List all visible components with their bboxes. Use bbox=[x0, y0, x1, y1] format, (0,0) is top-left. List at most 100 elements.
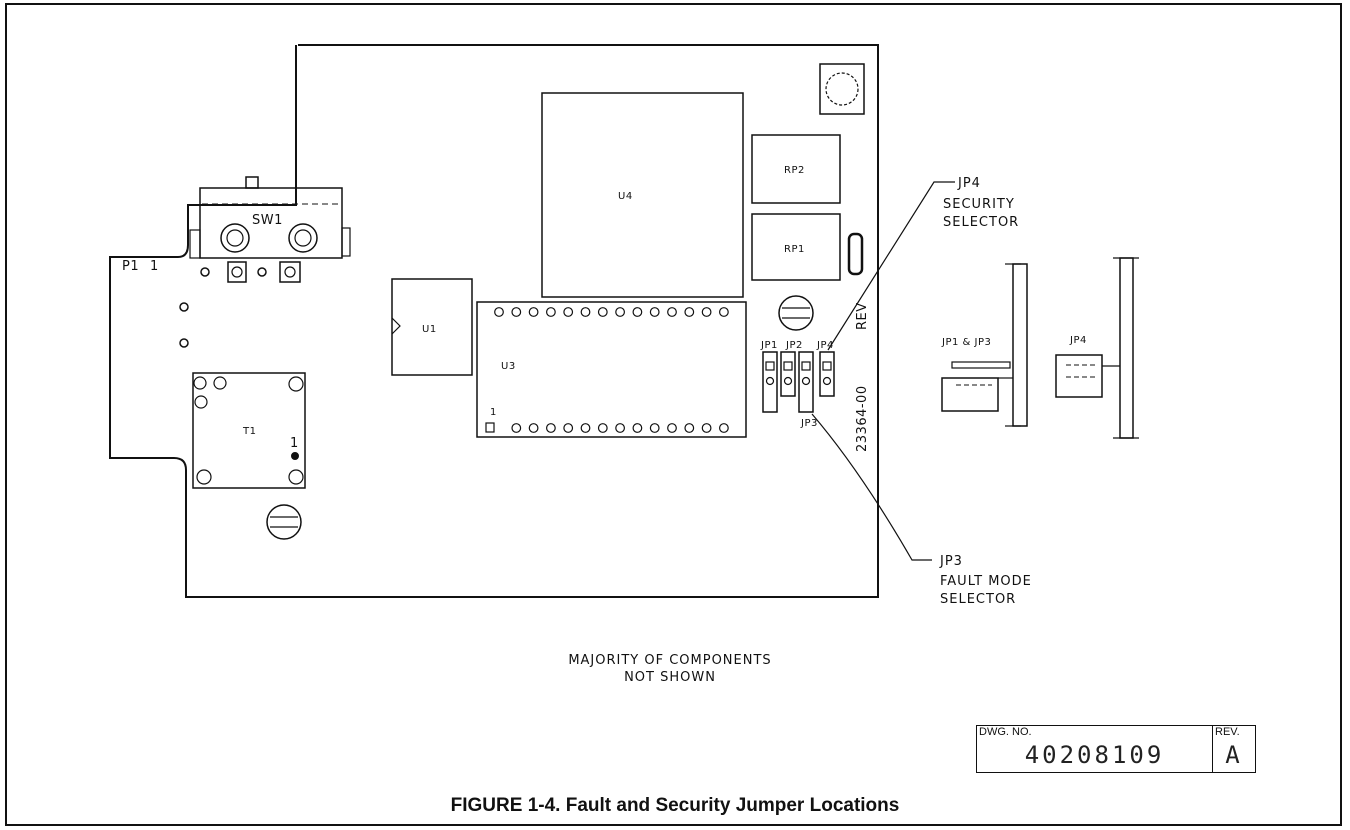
jp2-header bbox=[780, 351, 796, 397]
jp-pin bbox=[765, 376, 775, 386]
sw1-leg-right bbox=[341, 227, 351, 257]
sw1-nut-right bbox=[288, 223, 318, 253]
note-line-2: NOT SHOWN bbox=[624, 670, 716, 685]
jp4-side-header bbox=[1055, 354, 1103, 398]
sw1-nut-left bbox=[220, 223, 250, 253]
u3-pin bbox=[615, 307, 625, 317]
jp-pin bbox=[783, 361, 793, 371]
t1-corner bbox=[194, 395, 208, 409]
u3-pin bbox=[719, 307, 729, 317]
figure-title: FIGURE 1-4. Fault and Security Jumper Lo… bbox=[450, 795, 900, 816]
t1-pin-label: 1 bbox=[290, 436, 299, 451]
jp-pin bbox=[801, 361, 811, 371]
revision-letter: A bbox=[1225, 741, 1243, 769]
t1-transformer bbox=[192, 372, 306, 489]
jp4-callout-line2: SECURITY bbox=[943, 197, 1015, 212]
jp4-callout-line3: SELECTOR bbox=[943, 215, 1019, 230]
u1-chip bbox=[391, 278, 473, 376]
p1-pad bbox=[279, 261, 301, 283]
p1-pad bbox=[227, 261, 247, 283]
p1-pin bbox=[284, 266, 296, 278]
p1-pin bbox=[257, 267, 267, 277]
rp2-label: RP2 bbox=[784, 165, 805, 176]
sw1-label: SW1 bbox=[252, 213, 283, 228]
u4-label: U4 bbox=[618, 191, 633, 202]
p1-pin bbox=[231, 266, 243, 278]
jp1-jp3-side-header bbox=[941, 377, 999, 412]
sw1-nut-left-inner bbox=[226, 229, 244, 247]
sw1-leg-left bbox=[189, 229, 201, 259]
side-board-left bbox=[1012, 263, 1028, 427]
jp3-leader bbox=[811, 413, 932, 561]
u3-pin1-label: 1 bbox=[490, 407, 497, 418]
u3-pin bbox=[667, 307, 677, 317]
jp4-label: JP4 bbox=[816, 340, 834, 351]
board-hole bbox=[179, 338, 189, 348]
u3-pin bbox=[597, 423, 608, 433]
drawing-number: 40208109 bbox=[1024, 741, 1165, 769]
drawing-number-box: DWG. NO. 40208109 REV. A bbox=[976, 725, 1256, 773]
p1-label: P1 bbox=[122, 259, 139, 274]
drawing-number-caption: DWG. NO. bbox=[979, 726, 1032, 738]
revision-caption: REV. bbox=[1215, 726, 1240, 738]
u3-pin bbox=[632, 423, 643, 433]
sw1-nut-right-inner bbox=[294, 229, 312, 247]
u3-pin bbox=[684, 423, 695, 433]
jp4-side-label: JP4 bbox=[1069, 335, 1087, 346]
board-number-label: 23364-00 bbox=[855, 385, 870, 452]
t1-corner bbox=[196, 469, 212, 485]
jp3-label: JP3 bbox=[800, 418, 818, 429]
sw1-actuator bbox=[245, 176, 259, 189]
jp-pin bbox=[822, 361, 832, 371]
u3-pin bbox=[528, 307, 539, 317]
jp2-label: JP2 bbox=[785, 340, 803, 351]
u3-pin bbox=[701, 423, 712, 433]
rp2-pack bbox=[751, 134, 841, 204]
jp3-callout-line2: FAULT MODE bbox=[940, 574, 1032, 589]
u3-pin bbox=[563, 307, 574, 317]
u3-pin bbox=[494, 307, 504, 317]
board-outline bbox=[109, 44, 879, 598]
revision-cell: REV. A bbox=[1213, 726, 1255, 772]
u3-pin bbox=[580, 307, 591, 317]
u3-pin bbox=[667, 423, 677, 433]
rev-label: REV bbox=[855, 302, 870, 330]
mounting-hole bbox=[825, 72, 859, 106]
jp-pin bbox=[783, 376, 793, 386]
t1-corner bbox=[193, 376, 207, 390]
p1-pin bbox=[200, 267, 210, 277]
p1-pin-label: 1 bbox=[150, 259, 159, 274]
t1-corner bbox=[213, 376, 227, 390]
u3-pin1-pad bbox=[485, 422, 495, 433]
u1-notch bbox=[391, 317, 401, 335]
jp1-header bbox=[762, 351, 778, 413]
jp4-header bbox=[819, 351, 835, 397]
u3-pin bbox=[546, 307, 556, 317]
jp1-label: JP1 bbox=[760, 340, 778, 351]
t1-corner bbox=[288, 376, 304, 392]
board-hole bbox=[179, 302, 189, 312]
mounting-pad bbox=[819, 63, 865, 115]
u3-pin bbox=[615, 423, 625, 433]
jp-pin bbox=[801, 376, 811, 386]
jp3-callout-title: JP3 bbox=[939, 554, 963, 569]
u3-pin bbox=[546, 423, 556, 433]
jp4-leader bbox=[827, 181, 955, 351]
u4-chip bbox=[541, 92, 744, 298]
t1-corner bbox=[288, 469, 304, 485]
crystal bbox=[847, 232, 864, 276]
side-board-right bbox=[1119, 257, 1134, 439]
jp-pin bbox=[822, 376, 832, 386]
note-line-1: MAJORITY OF COMPONENTS bbox=[568, 653, 772, 668]
u3-pin bbox=[597, 307, 608, 317]
u3-pin bbox=[719, 423, 729, 433]
u3-pin bbox=[649, 423, 660, 433]
t1-label: T1 bbox=[242, 426, 256, 437]
figure-frame bbox=[5, 3, 1342, 826]
u3-pin bbox=[580, 423, 591, 433]
components-note: MAJORITY OF COMPONENTS NOT SHOWN bbox=[520, 652, 820, 686]
u3-pin bbox=[632, 307, 643, 317]
u3-pin bbox=[563, 423, 574, 433]
u3-label: U3 bbox=[501, 361, 516, 372]
